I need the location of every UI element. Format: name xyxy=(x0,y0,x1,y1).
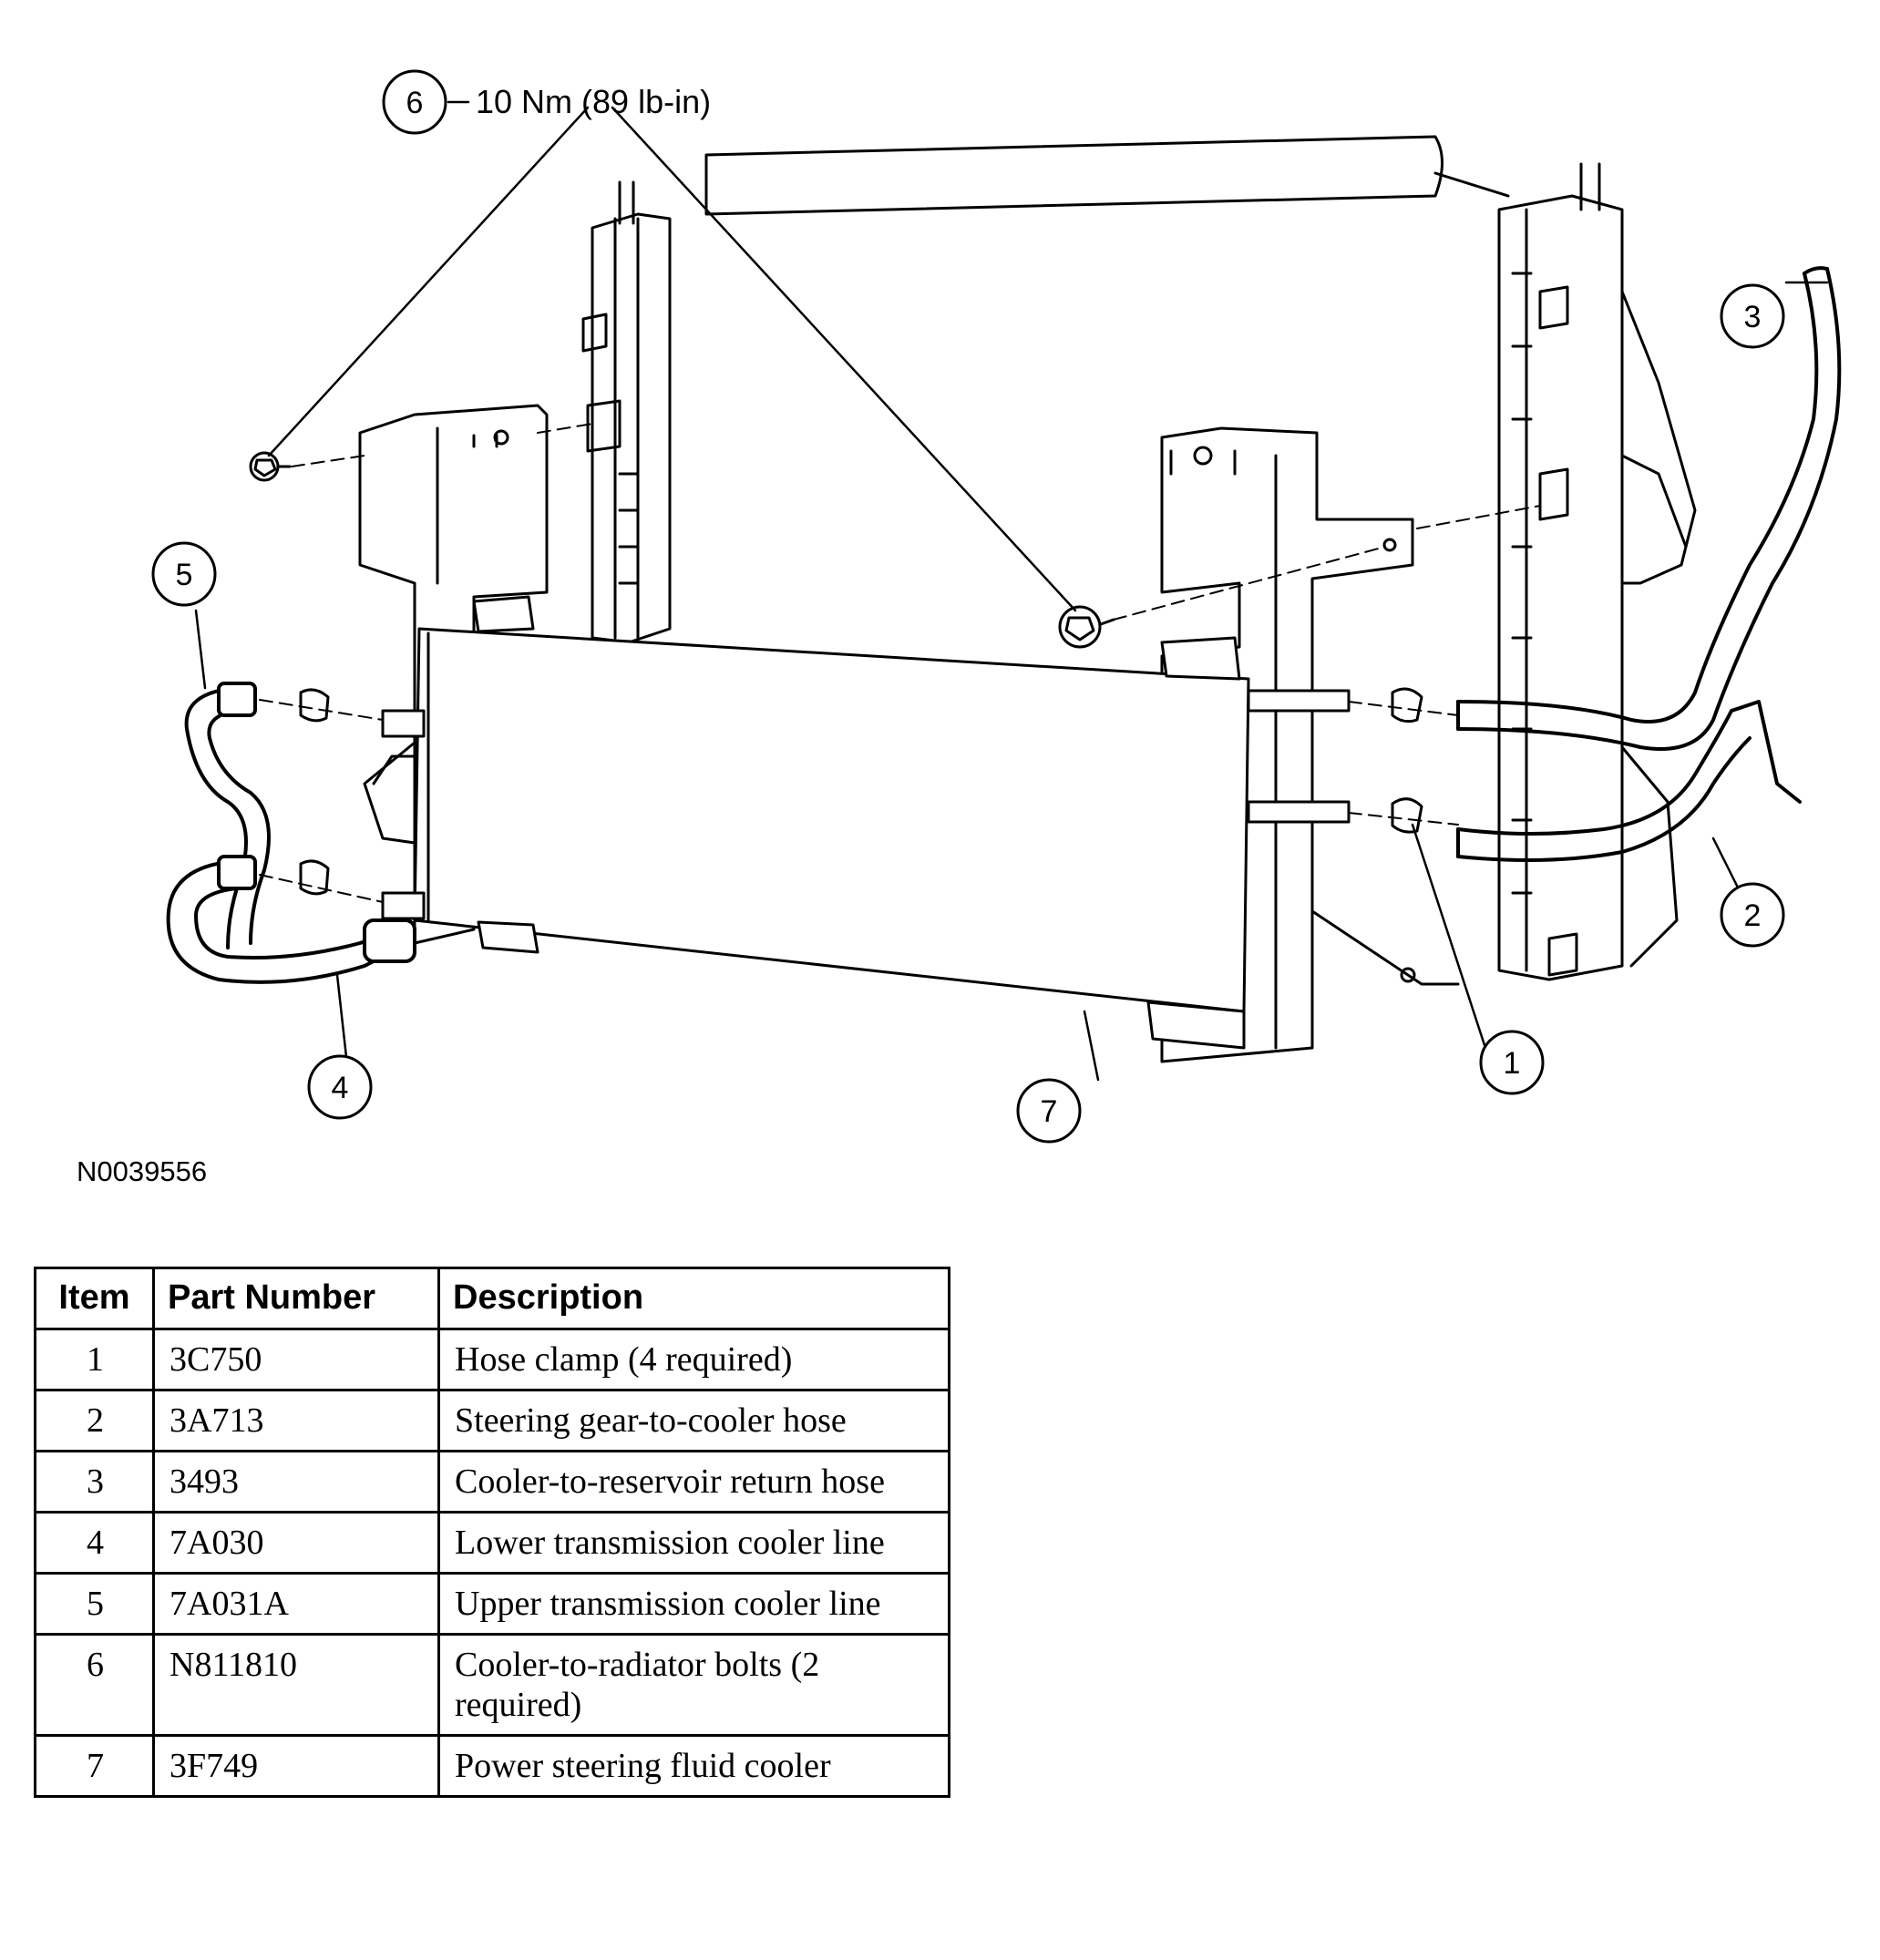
row-part-number: 7A030 xyxy=(152,1511,440,1575)
parts-table: Item Part Number Description 1 3C750 Hos… xyxy=(34,1267,950,1798)
upper-transmission-cooler-line xyxy=(184,682,271,949)
svg-text:6: 6 xyxy=(406,86,424,120)
row-item: 6 xyxy=(34,1633,155,1737)
row-item: 2 xyxy=(34,1389,155,1452)
row-item: 4 xyxy=(34,1511,155,1575)
table-row: 7 3F749 Power steering fluid cooler xyxy=(34,1734,950,1798)
row-description: Cooler-to-radiator bolts (2 required) xyxy=(437,1633,950,1737)
callout-3: 3 xyxy=(1720,283,1785,349)
table-row: 4 7A030 Lower transmission cooler line xyxy=(34,1511,950,1575)
row-part-number: 3493 xyxy=(152,1450,440,1514)
svg-text:7: 7 xyxy=(1041,1094,1058,1129)
svg-text:4: 4 xyxy=(332,1071,349,1105)
svg-text:3: 3 xyxy=(1744,300,1762,334)
header-item: Item xyxy=(34,1267,155,1330)
torque-spec-label: 10 Nm (89 lb-in) xyxy=(476,83,711,120)
row-part-number: 3F749 xyxy=(152,1734,440,1798)
row-part-number: N811810 xyxy=(152,1633,440,1737)
steering-gear-to-cooler-hose xyxy=(1456,700,1802,862)
cooler-to-reservoir-return-hose xyxy=(1456,266,1842,751)
svg-text:2: 2 xyxy=(1744,898,1762,933)
row-part-number: 7A031A xyxy=(152,1572,440,1636)
callout-6: 6 xyxy=(382,69,447,135)
table-row: 5 7A031A Upper transmission cooler line xyxy=(34,1572,950,1636)
cooler-to-radiator-bolt-left xyxy=(249,451,292,482)
figure-id: N0039556 xyxy=(77,1155,208,1187)
row-description: Power steering fluid cooler xyxy=(437,1734,950,1798)
row-description: Lower transmission cooler line xyxy=(437,1511,950,1575)
row-part-number: 3C750 xyxy=(152,1328,440,1391)
callout-5: 5 xyxy=(151,541,217,607)
fluid-cooler-body xyxy=(363,595,1250,1050)
callout-4: 4 xyxy=(307,1054,373,1120)
row-item: 5 xyxy=(34,1572,155,1636)
svg-text:5: 5 xyxy=(176,558,193,592)
alignment-lines xyxy=(259,423,1541,903)
svg-text:1: 1 xyxy=(1504,1046,1521,1081)
hose-clamps xyxy=(299,687,1423,896)
radiator-top-tank xyxy=(704,135,1510,216)
header-part-number: Part Number xyxy=(152,1267,440,1330)
row-part-number: 3A713 xyxy=(152,1389,440,1452)
row-item: 3 xyxy=(34,1450,155,1514)
table-row: 6 N811810 Cooler-to-radiator bolts (2 re… xyxy=(34,1633,950,1737)
row-description: Hose clamp (4 required) xyxy=(437,1328,950,1391)
table-row: 1 3C750 Hose clamp (4 required) xyxy=(34,1328,950,1391)
exploded-view-diagram: 6 10 Nm (89 lb-in) 3 5 2 1 4 7 xyxy=(151,69,1842,1144)
parts-table-header: Item Part Number Description xyxy=(34,1267,950,1330)
row-description: Steering gear-to-cooler hose xyxy=(437,1389,950,1452)
row-description: Upper transmission cooler line xyxy=(437,1572,950,1636)
row-item: 7 xyxy=(34,1734,155,1798)
cooler-to-radiator-bolt-center xyxy=(1058,605,1115,649)
callout-1: 1 xyxy=(1479,1030,1545,1095)
row-description: Cooler-to-reservoir return hose xyxy=(437,1450,950,1514)
radiator-left-tank xyxy=(581,180,672,644)
header-description: Description xyxy=(437,1267,950,1330)
callout-2: 2 xyxy=(1720,882,1785,948)
lower-transmission-cooler-line xyxy=(166,855,416,984)
table-row: 3 3493 Cooler-to-reservoir return hose xyxy=(34,1450,950,1514)
leader-lines xyxy=(194,100,1829,1082)
callout-7: 7 xyxy=(1016,1078,1082,1144)
table-row: 2 3A713 Steering gear-to-cooler hose xyxy=(34,1389,950,1452)
row-item: 1 xyxy=(34,1328,155,1391)
